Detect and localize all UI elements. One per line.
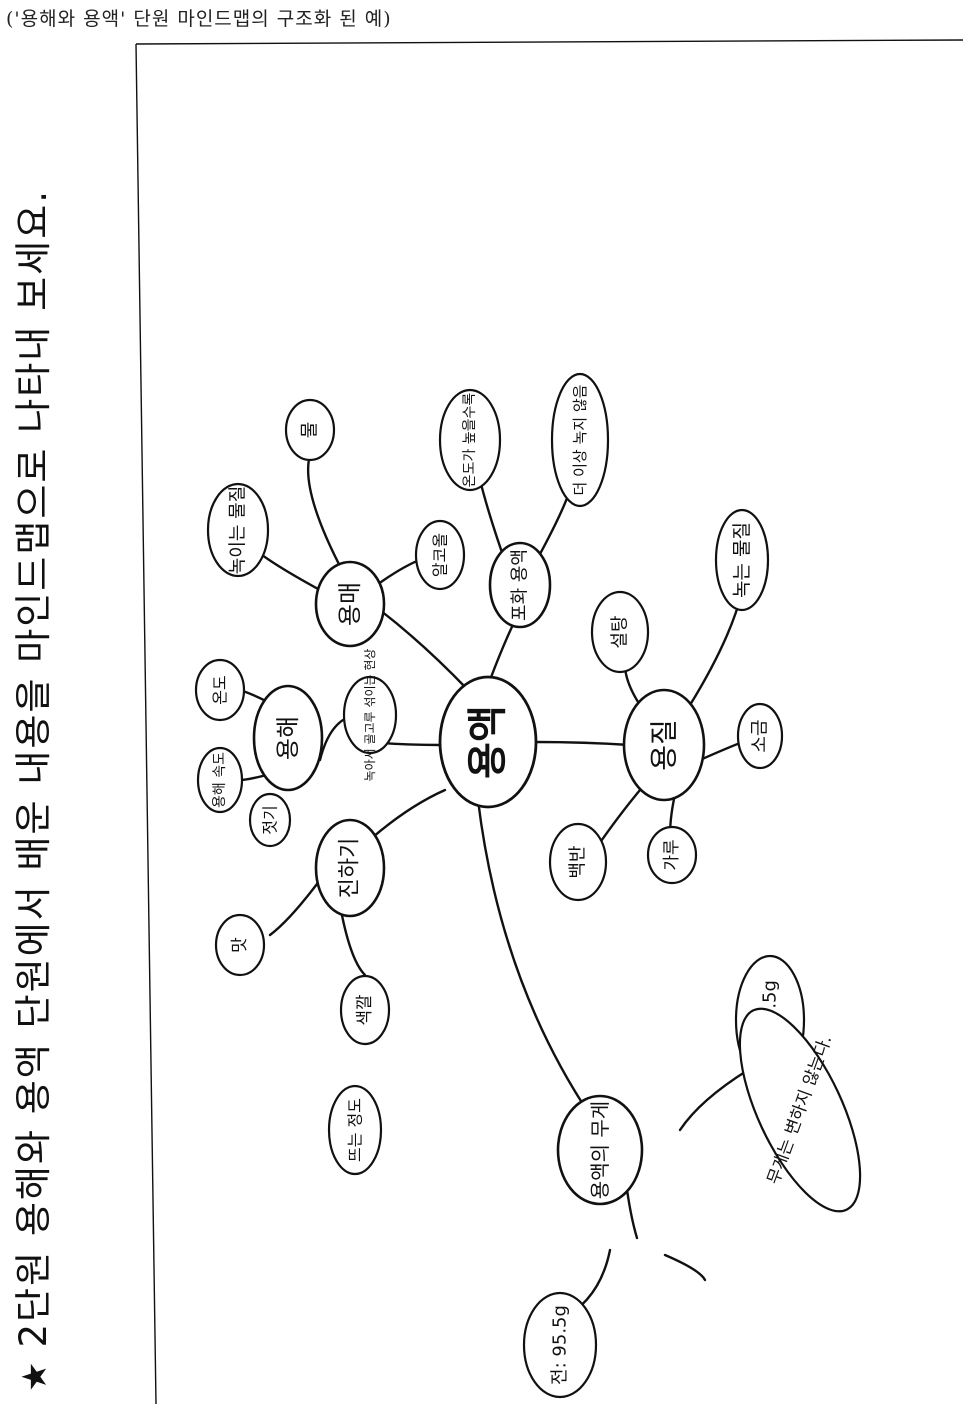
mind-map-node-child: 물 bbox=[284, 398, 336, 462]
svg-text:설탕: 설탕 bbox=[610, 615, 631, 648]
mind-map-node-concentration: 진하기 bbox=[314, 818, 386, 918]
mind-map-node-child: 무게는 변하지 않는다. bbox=[738, 1007, 862, 1213]
branch-label: 포화 용액 bbox=[510, 549, 531, 621]
branch-label: 용액의 무게 bbox=[588, 1101, 612, 1199]
svg-text:더 이상 녹지 않음: 더 이상 녹지 않음 bbox=[571, 385, 589, 496]
svg-text:백반: 백반 bbox=[568, 845, 589, 878]
mind-map-node-saturation: 포화 용액 bbox=[488, 541, 552, 629]
mind-map-node-child: 알코올 bbox=[414, 519, 466, 591]
instruction-text: 2단원 용해와 용액 단원에서 배운 내용을 마인드맵으로 나타내 보세요. bbox=[12, 189, 55, 1348]
mind-map-node-child: 전: 95.5g bbox=[522, 1291, 598, 1399]
mind-map-node-child: 소금 bbox=[736, 702, 784, 770]
svg-text:온도가 높을수록: 온도가 높을수록 bbox=[462, 393, 478, 488]
mind-map-node-child: 녹이는 물질 bbox=[206, 482, 270, 578]
svg-text:알코올: 알코올 bbox=[431, 533, 450, 577]
mind-map-node-child: 젓기 bbox=[248, 792, 292, 848]
branch-label: 용해 bbox=[274, 716, 302, 760]
svg-text:색깔: 색깔 bbox=[355, 994, 375, 1026]
branch-label: 진하기 bbox=[338, 838, 363, 899]
svg-text:물: 물 bbox=[300, 422, 321, 439]
star-icon: ★ bbox=[15, 1359, 55, 1392]
mind-map-node-child: 용해 속도 bbox=[196, 746, 244, 814]
mind-map-node-mass: 용액의 무게 bbox=[556, 1094, 644, 1206]
svg-text:녹이는 물질: 녹이는 물질 bbox=[228, 486, 249, 575]
center-label: 용액 bbox=[465, 705, 511, 779]
mind-map-node-child: 설탕 bbox=[590, 590, 650, 674]
svg-text:용해 속도: 용해 속도 bbox=[212, 752, 228, 808]
mind-map-node-child: 녹아서 골고루 섞이는 현상 bbox=[342, 649, 398, 782]
mind-map-node-child: 맛 bbox=[214, 913, 266, 977]
svg-text:뜨는 정도: 뜨는 정도 bbox=[346, 1098, 365, 1162]
mind-map-node-child: 녹는 물질 bbox=[714, 508, 770, 612]
svg-text:소금: 소금 bbox=[750, 719, 771, 752]
mind-map-node-child: 온도 bbox=[194, 658, 246, 722]
mind-map-node-child: 더 이상 녹지 않음 bbox=[550, 372, 610, 508]
svg-text:녹는 물질: 녹는 물질 bbox=[731, 522, 753, 598]
worksheet-instruction: ★ 2단원 용해와 용액 단원에서 배운 내용을 마인드맵으로 나타내 보세요. bbox=[12, 189, 55, 1392]
svg-text:맛: 맛 bbox=[230, 937, 250, 953]
svg-text:전: 95.5g: 전: 95.5g bbox=[550, 1305, 571, 1385]
branch-label: 용질 bbox=[648, 719, 681, 771]
mind-map-node-dissolve: 용해 bbox=[252, 684, 324, 792]
svg-text:가루: 가루 bbox=[662, 839, 682, 870]
mind-map-node-child: 온도가 높을수록 bbox=[438, 388, 502, 492]
mind-map-node-child: 백반 bbox=[548, 822, 608, 902]
mind-map-node-solute: 용질 bbox=[622, 688, 706, 802]
svg-text:녹아서 골고루 섞이는 현상: 녹아서 골고루 섞이는 현상 bbox=[363, 649, 377, 782]
mind-map-node-center: 용액 bbox=[438, 675, 538, 809]
worksheet-frame bbox=[135, 39, 963, 1404]
mind-map-node-child: 가루 bbox=[646, 825, 698, 885]
branch-label: 용매 bbox=[336, 582, 364, 626]
mind-map-node-solvent: 용매 bbox=[314, 560, 386, 648]
svg-text:온도: 온도 bbox=[211, 675, 230, 704]
mind-map-node-child: 색깔 bbox=[339, 974, 391, 1046]
svg-text:젓기: 젓기 bbox=[261, 805, 280, 834]
figure-caption: ('용해와 용액' 단원 마인드맵의 구조화 된 예) bbox=[6, 8, 392, 30]
mind-map-node-child: 뜨는 정도 bbox=[327, 1084, 383, 1176]
